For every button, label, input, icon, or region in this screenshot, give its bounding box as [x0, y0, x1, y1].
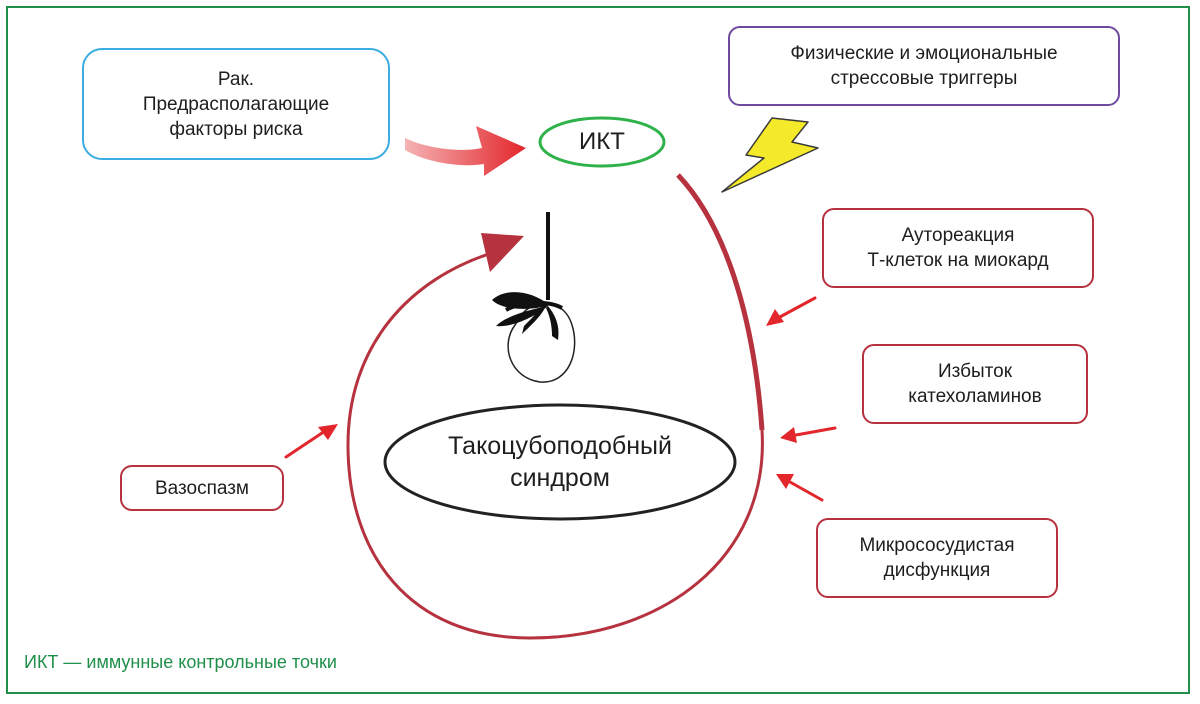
vasospasm-box: Вазоспазм — [120, 465, 284, 511]
ikt-label: ИКТ — [579, 128, 625, 155]
cycle-loop — [346, 250, 764, 640]
cancer-risk-box: Рак. Предрасполагающие факторы риска — [82, 48, 390, 160]
small-arrows — [284, 296, 837, 502]
arrow-vasospasm — [284, 424, 338, 459]
arrow-microvascular — [776, 474, 824, 502]
footnote: ИКТ — иммунные контрольные точки — [24, 652, 337, 672]
t-cell-autoreaction-box: Аутореакция Т-клеток на миокард — [822, 208, 1094, 288]
stress-triggers-box: Физические и эмоциональные стрессовые тр… — [728, 26, 1120, 106]
cycle-arrowhead — [481, 233, 524, 272]
ikt-ellipse — [538, 116, 666, 168]
arrow-catecholamines — [780, 426, 837, 443]
heart-knot-icon — [492, 212, 576, 383]
catecholamines-box: Избыток катехоламинов — [862, 344, 1088, 424]
ikt-arc — [676, 173, 765, 431]
syndrome-ellipse — [383, 403, 737, 521]
takotsubo-syndrome-label: Такоцубоподобный синдром — [448, 432, 672, 492]
diagram-frame — [6, 6, 1190, 694]
lightning-icon — [721, 117, 819, 193]
cancer-arrow — [405, 126, 526, 176]
arrow-autoreaction — [766, 296, 817, 326]
microvascular-dysfunction-box: Микрососудистая дисфункция — [816, 518, 1058, 598]
